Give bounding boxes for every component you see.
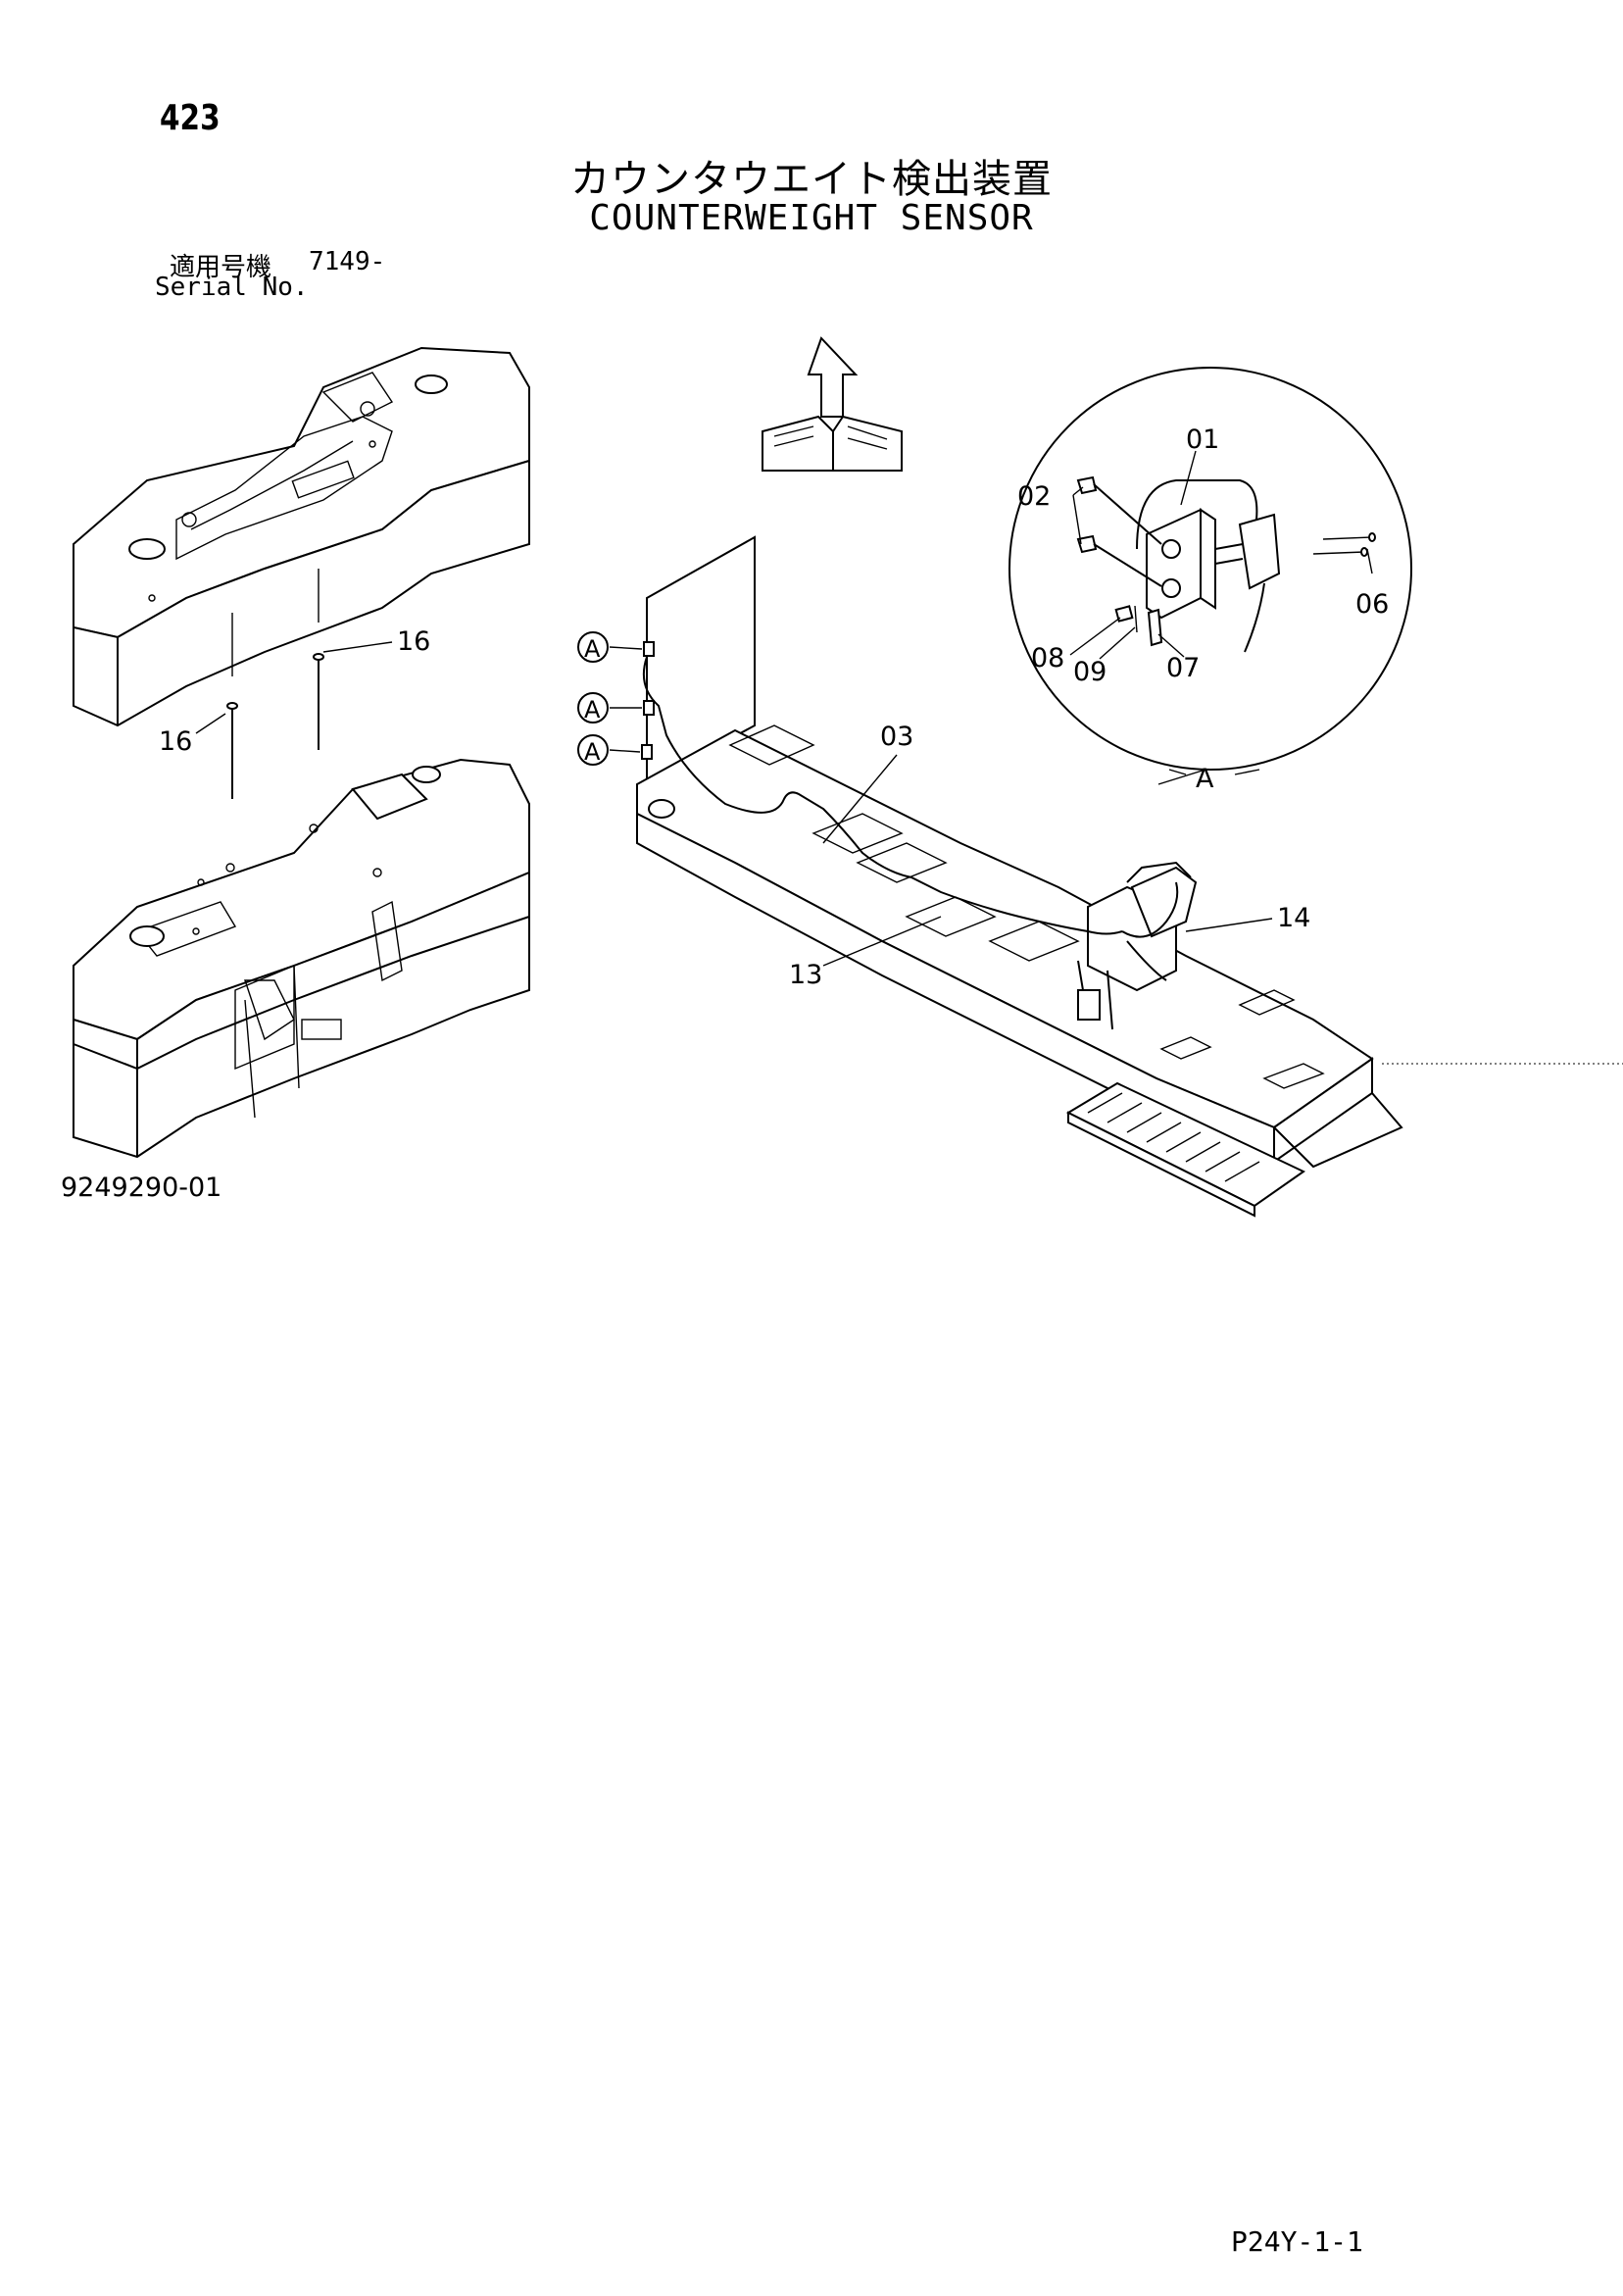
- reference-circle-a1: [577, 631, 609, 663]
- callout-01: 01: [1186, 424, 1219, 455]
- bolt-16-left: [226, 702, 238, 799]
- callout-08: 08: [1031, 643, 1064, 674]
- bolt-16-right: [313, 653, 324, 750]
- serial-number-value: 7149-: [309, 247, 386, 276]
- serial-label-english: Serial No.: [155, 273, 309, 302]
- reference-a3-label: A: [584, 738, 601, 766]
- callout-02: 02: [1017, 481, 1051, 512]
- title-english: COUNTERWEIGHT SENSOR: [589, 198, 1034, 238]
- callout-06: 06: [1355, 589, 1389, 620]
- detail-a-label: A: [1196, 764, 1214, 794]
- counterweight-lower: [73, 758, 530, 1159]
- reference-a2-label: A: [584, 696, 601, 724]
- callout-07: 07: [1166, 653, 1200, 683]
- reference-circle-a2: [577, 692, 609, 724]
- access-step: [1065, 1081, 1403, 1218]
- callout-09: 09: [1073, 657, 1107, 687]
- serial-label-japanese: 適用号機: [170, 253, 272, 282]
- counterweight-upper: [73, 346, 530, 727]
- orientation-indicator: [762, 336, 903, 472]
- main-frame: [636, 535, 1374, 1164]
- callout-13: 13: [789, 960, 822, 990]
- title-japanese: カウンタウエイト検出装置: [570, 157, 1053, 202]
- reference-a1-label: A: [584, 635, 601, 663]
- reference-circle-a3: [577, 734, 609, 766]
- page-code: P24Y-1-1: [1231, 2225, 1363, 2258]
- drawing-number: 9249290-01: [61, 1173, 222, 1203]
- callout-03: 03: [880, 722, 913, 752]
- detail-a-view: [1008, 367, 1412, 775]
- callout-16-right: 16: [397, 626, 430, 657]
- callout-14: 14: [1277, 903, 1310, 933]
- page-number: 423: [160, 98, 221, 138]
- callout-16-left: 16: [159, 726, 192, 757]
